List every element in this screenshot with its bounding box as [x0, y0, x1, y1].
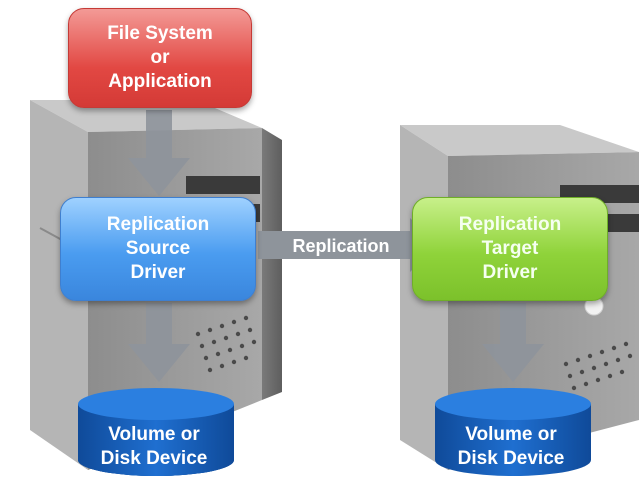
left-volume-line-2: Disk Device — [100, 448, 208, 469]
arrow-source-to-volume — [128, 303, 190, 382]
arrow-target-to-volume — [482, 303, 544, 382]
replication-arrow — [258, 218, 438, 272]
right-volume-line-2: Disk Device — [457, 448, 565, 469]
replication-arrow-label: Replication — [292, 236, 390, 256]
right-volume-cylinder — [435, 388, 591, 476]
file-system-line-1: File System — [107, 23, 213, 44]
file-system-line-3: Application — [108, 71, 212, 92]
target-driver-box: Replication Target Driver — [412, 197, 608, 301]
source-driver-box: Replication Source Driver — [60, 197, 256, 301]
left-volume-line-1: Volume or — [108, 424, 200, 445]
left-drive-bay-1 — [186, 176, 260, 194]
target-driver-line-1: Replication — [458, 214, 562, 235]
left-volume-cylinder — [78, 388, 234, 476]
source-driver-line-3: Driver — [130, 262, 186, 283]
source-driver-line-2: Source — [125, 238, 191, 259]
left-volume-label: Volume or Disk Device — [74, 422, 234, 472]
left-vent-holes — [195, 315, 257, 373]
file-system-line-2: or — [150, 47, 170, 68]
file-system-box: File System or Application — [68, 8, 252, 108]
right-tower-top — [400, 125, 639, 156]
source-driver-line-1: Replication — [106, 214, 210, 235]
target-driver-line-2: Target — [481, 238, 539, 259]
left-tower-front — [30, 100, 88, 470]
left-tower-side — [262, 128, 282, 400]
right-vent-holes — [563, 341, 633, 391]
right-volume-label: Volume or Disk Device — [431, 422, 591, 472]
arrow-fs-to-source — [128, 110, 190, 196]
right-volume-line-1: Volume or — [465, 424, 557, 445]
target-driver-line-3: Driver — [482, 262, 538, 283]
